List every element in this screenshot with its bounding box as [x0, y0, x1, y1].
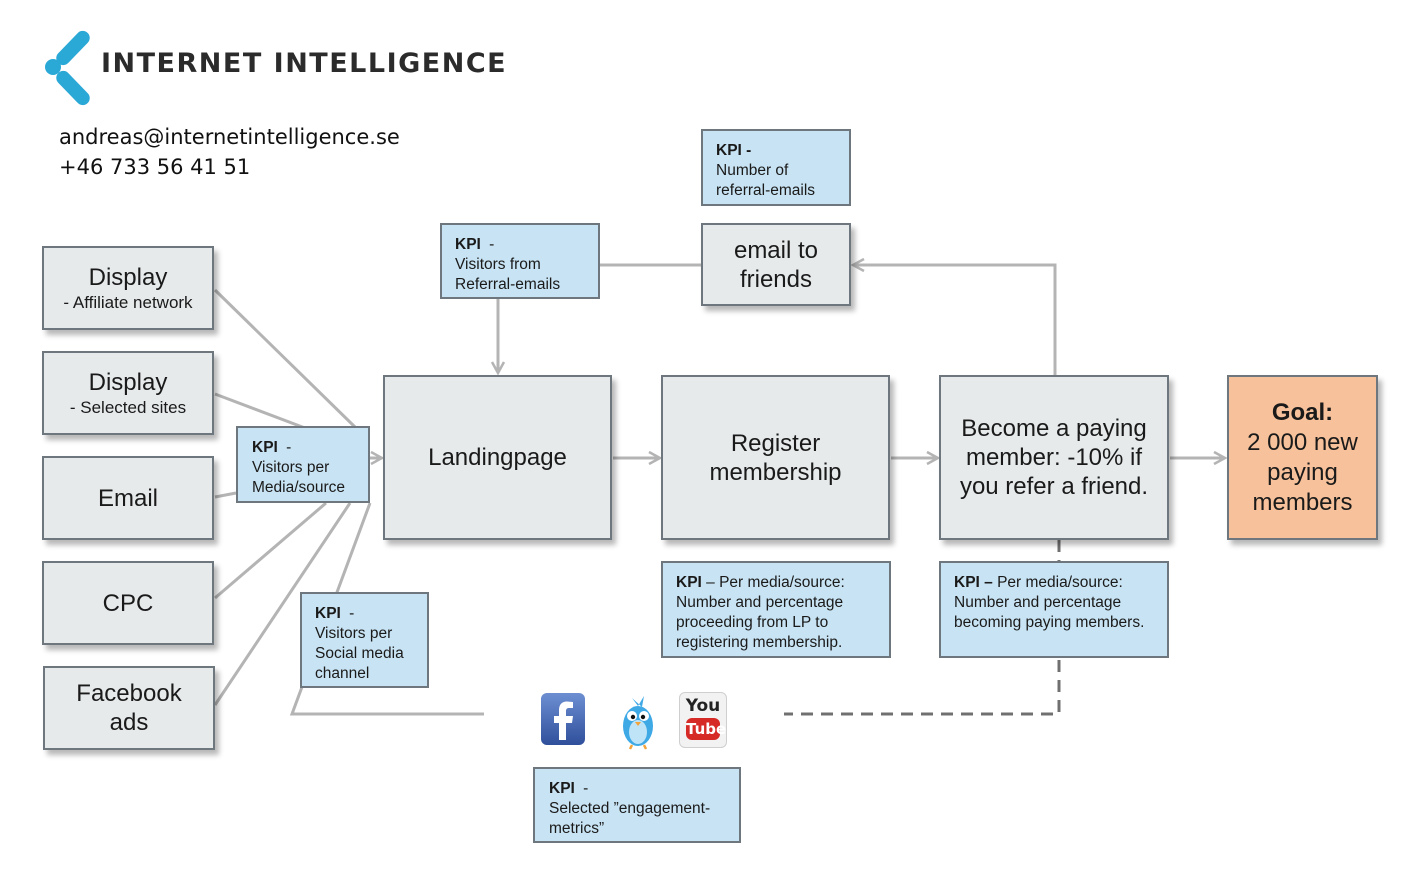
stage-label: Landingpage	[428, 444, 567, 471]
kpi-separator: -	[484, 236, 495, 253]
stage-label: Register membership	[709, 429, 842, 486]
goal-text: 2 000 new paying members	[1247, 428, 1358, 516]
kpi-head: KPI	[455, 236, 481, 253]
kpi-separator: – Per media/source:	[701, 574, 845, 591]
source-title: CPC	[102, 589, 154, 617]
kpi-engagement[interactable]: KPI - Selected ”engagement-metrics”	[533, 767, 741, 843]
kpi-register[interactable]: KPI – Per media/source: Number and perce…	[661, 561, 891, 658]
stage-landingpage[interactable]: Landingpage	[383, 375, 612, 540]
stage-paying-member[interactable]: Become a paying member: -10% if you refe…	[939, 375, 1169, 540]
facebook-icon[interactable]	[540, 692, 586, 746]
kpi-visitors-social[interactable]: KPI - Visitors per Social media channel	[300, 592, 429, 688]
goal-label: Goal:	[1271, 398, 1334, 426]
contact-email[interactable]: andreas@internetintelligence.se	[59, 125, 400, 149]
kpi-head: KPI	[252, 439, 278, 456]
source-display-affiliate[interactable]: Display - Affiliate network	[42, 246, 214, 330]
kpi-body: Selected ”engagement-metrics”	[549, 800, 711, 837]
kpi-head: KPI	[676, 574, 702, 591]
twitter-icon[interactable]	[618, 690, 658, 750]
stage-email-to-friends[interactable]: email to friends	[701, 223, 851, 306]
kpi-head: KPI	[549, 780, 575, 797]
brand-name: INTERNET INTELLIGENCE	[101, 48, 508, 79]
kpi-body: Visitors per Social media channel	[315, 625, 404, 682]
kpi-body: Number and percentage becoming paying me…	[954, 594, 1145, 631]
kpi-visitors-media[interactable]: KPI - Visitors per Media/source	[236, 426, 370, 503]
youtube-tube: Tube	[686, 718, 727, 740]
kpi-separator: Per media/source:	[992, 574, 1123, 591]
kpi-visitors-referral[interactable]: KPI - Visitors from Referral-emails	[440, 223, 600, 299]
kpi-head: KPI –	[954, 574, 993, 591]
kpi-separator: -	[344, 605, 355, 622]
brand-logo-icon	[45, 30, 90, 106]
goal-box[interactable]: Goal: 2 000 new paying members	[1227, 375, 1378, 540]
kpi-separator: -	[281, 439, 292, 456]
source-title: Display	[88, 368, 168, 396]
source-title: Email	[97, 484, 158, 512]
youtube-you: You	[685, 696, 721, 716]
source-title: Facebook ads	[76, 680, 182, 736]
source-cpc[interactable]: CPC	[42, 561, 214, 645]
kpi-head: KPI	[315, 605, 341, 622]
source-subtitle: - Selected sites	[69, 397, 187, 417]
kpi-referral-emails[interactable]: KPI - Number of referral-emails	[701, 129, 851, 206]
kpi-body: Number of referral-emails	[716, 162, 816, 199]
source-title: Display	[88, 263, 168, 291]
kpi-body: Number and percentage proceeding from LP…	[676, 594, 844, 651]
source-facebook-ads[interactable]: Facebook ads	[43, 666, 215, 750]
stage-label: email to friends	[733, 236, 819, 293]
youtube-icon[interactable]: You Tube	[679, 692, 727, 748]
kpi-paying[interactable]: KPI – Per media/source: Number and perce…	[939, 561, 1169, 658]
stage-register-membership[interactable]: Register membership	[661, 375, 890, 540]
kpi-body: Visitors from Referral-emails	[455, 256, 561, 293]
contact-phone: +46 733 56 41 51	[59, 155, 251, 179]
source-display-selected[interactable]: Display - Selected sites	[42, 351, 214, 435]
kpi-separator: -	[578, 780, 589, 797]
source-subtitle: - Affiliate network	[63, 292, 193, 312]
stage-label: Become a paying member: -10% if you refe…	[959, 415, 1149, 500]
kpi-body: Visitors per Media/source	[252, 459, 346, 496]
source-email[interactable]: Email	[42, 456, 214, 540]
kpi-head: KPI -	[716, 142, 752, 159]
